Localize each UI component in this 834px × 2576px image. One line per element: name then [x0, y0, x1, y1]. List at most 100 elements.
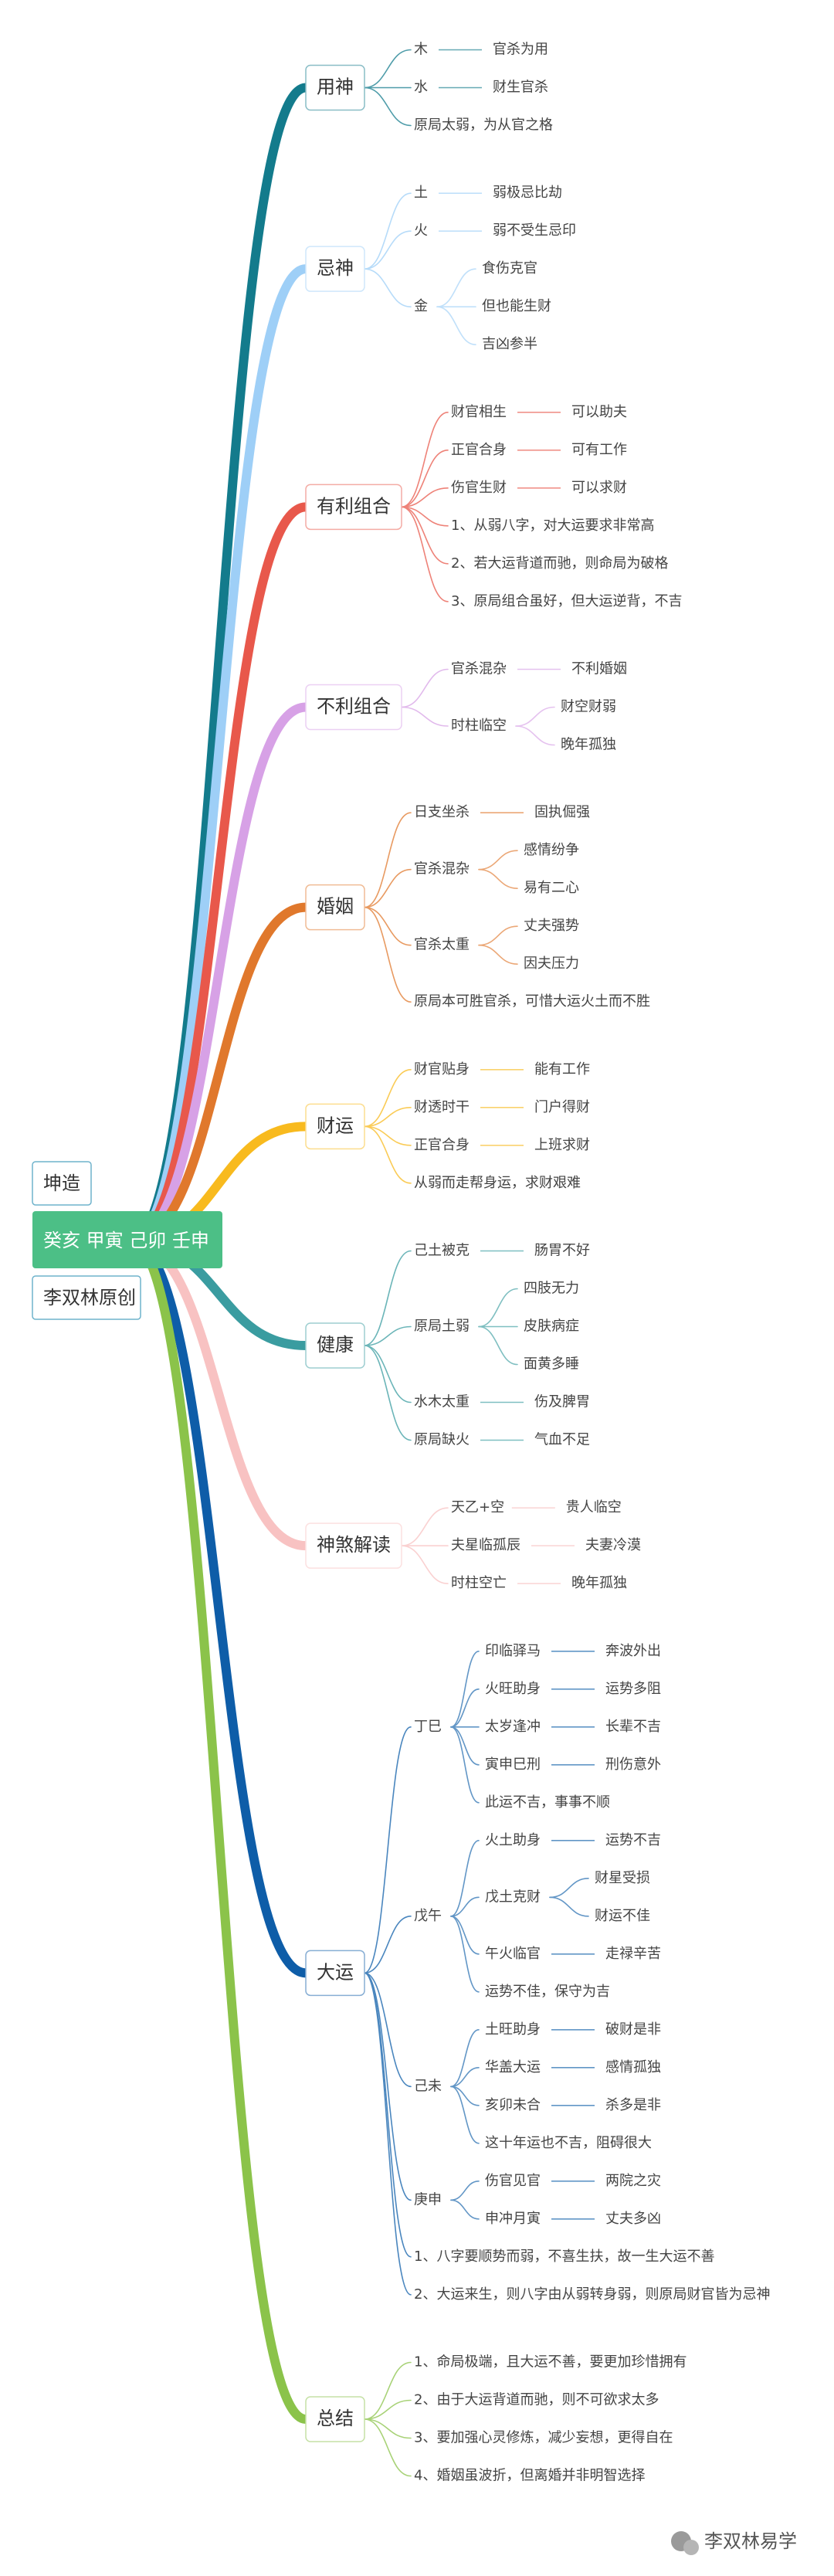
connector-8-3-1	[450, 2199, 480, 2220]
leaf-5-1-0: 门户得财	[534, 1099, 590, 1115]
sub-node-8-0-4: 此运不吉，事事不顺	[485, 1794, 610, 1811]
leaf-4-2-1: 因夫压力	[524, 955, 579, 972]
sub-node-4-0: 日支坐杀	[414, 804, 470, 820]
leaf-6-2-0: 伤及脾胃	[534, 1394, 590, 1410]
sub-node-8-1-1: 戊土克财	[485, 1889, 541, 1905]
connector-9-3	[364, 2418, 412, 2477]
connector-8-2	[364, 1972, 412, 2088]
sub-node-6-0: 己土被克	[414, 1243, 470, 1259]
connector-8-3-0	[450, 2181, 480, 2201]
sub-node-9-2: 3、要加强心灵修炼，减少妄想，更得自在	[414, 2430, 673, 2446]
connector-3-1-1	[515, 725, 555, 746]
leaf-5-0-0: 能有工作	[534, 1061, 590, 1078]
leaf-8-1-1-0: 财星受损	[595, 1870, 650, 1886]
leaf-8-1-1-1: 财运不佳	[595, 1908, 650, 1924]
branch-connector-2	[127, 502, 310, 1246]
leaf-8-0-3-0: 刑伤意外	[605, 1756, 661, 1773]
leaf-2-1-0: 可有工作	[571, 442, 627, 458]
connector-1-2-2	[436, 306, 476, 345]
branch-node-0[interactable]	[305, 64, 365, 111]
root-label: 癸亥 甲寅 己卯 壬申	[43, 1230, 209, 1251]
connector-1-1	[364, 230, 412, 270]
sub-node-8-1-0: 火土助身	[485, 1832, 541, 1848]
sub-node-2-0: 财官相生	[451, 404, 507, 420]
connector-2-1	[401, 450, 449, 508]
connector-8-1-1-0	[549, 1878, 589, 1899]
connector-2-2	[401, 487, 449, 508]
leaf-8-0-1-0: 运势多阻	[605, 1681, 661, 1697]
branch-label-7: 神煞解读	[317, 1534, 391, 1556]
sub-node-8-0-1: 火旺助身	[485, 1681, 541, 1697]
branch-node-1[interactable]	[305, 246, 365, 292]
tag-bottom-label: 李双林原创	[43, 1287, 136, 1308]
watermark: 李双林易学	[671, 2530, 797, 2555]
leaf-4-1-1: 易有二心	[524, 880, 579, 896]
leaf-5-2-0: 上班求财	[534, 1137, 590, 1153]
leaf-6-1-1: 皮肤病症	[524, 1319, 579, 1335]
sub-node-4-1: 官杀混杂	[414, 861, 470, 877]
sub-node-9-3: 4、婚姻虽波折，但离婚并非明智选择	[414, 2468, 645, 2484]
branch-connector-1	[127, 264, 310, 1246]
branch-node-9[interactable]	[305, 2396, 365, 2442]
connector-0-0	[364, 49, 412, 89]
connector-8-1-3	[450, 1916, 480, 1993]
sub-node-5-0: 财官贴身	[414, 1061, 470, 1078]
root-node[interactable]	[32, 1211, 222, 1268]
connector-8-1-0	[450, 1840, 480, 1917]
connector-8-5	[364, 1972, 412, 2296]
sub-node-9-1: 2、由于大运背道而驰，则不可欲求太多	[414, 2392, 659, 2408]
leaf-3-0-0: 不利婚姻	[571, 661, 627, 677]
sub-node-7-0: 天乙+空	[451, 1499, 504, 1515]
leaf-1-0-0: 弱极忌比劫	[493, 185, 562, 201]
sub-node-2-3: 1、从弱八字，对大运要求非常高	[451, 518, 654, 534]
branch-node-8[interactable]	[305, 1950, 365, 1997]
sub-node-5-2: 正官合身	[414, 1137, 470, 1153]
connector-1-0	[364, 192, 412, 270]
branch-label-6: 健康	[317, 1334, 354, 1356]
connector-8-0-4	[450, 1726, 480, 1804]
connector-8-0-0	[450, 1651, 480, 1728]
connector-2-0	[401, 412, 449, 508]
branch-node-7[interactable]	[305, 1522, 402, 1569]
sub-node-1-2: 金	[414, 298, 428, 314]
sub-node-8-2-2: 亥卯未合	[485, 2097, 541, 2113]
connector-4-1-0	[478, 850, 518, 871]
connector-7-2	[401, 1545, 449, 1584]
branch-node-2[interactable]	[305, 484, 402, 531]
leaf-8-3-1-0: 丈夫多凶	[605, 2211, 661, 2227]
connector-4-0	[364, 812, 412, 908]
sub-node-6-3: 原局缺火	[414, 1432, 470, 1448]
tag-bottom[interactable]	[32, 1275, 141, 1320]
branch-node-6[interactable]	[305, 1322, 365, 1369]
sub-node-5-3: 从弱而走帮身运，求财艰难	[414, 1175, 581, 1191]
connector-8-2-0	[450, 2029, 480, 2088]
sub-node-9-0: 1、命局极端，且大运不善，要更加珍惜拥有	[414, 2354, 687, 2371]
sub-node-1-1: 火	[414, 222, 428, 239]
branch-connector-9	[127, 1237, 310, 2424]
sub-node-8-3-1: 申冲月寅	[485, 2211, 541, 2227]
connector-6-0	[364, 1250, 412, 1346]
sub-node-8-0: 丁巳	[414, 1719, 442, 1735]
leaf-3-1-0: 财空财弱	[561, 699, 616, 715]
sub-node-8-3: 庚申	[414, 2191, 442, 2208]
connector-5-1	[364, 1107, 412, 1128]
sub-node-0-1: 水	[414, 80, 428, 96]
branch-node-3[interactable]	[305, 684, 402, 731]
connector-0-2	[364, 87, 412, 127]
connector-2-4	[401, 506, 449, 565]
leaf-1-2-1: 但也能生财	[482, 298, 551, 314]
sub-node-8-1: 戊午	[414, 1908, 442, 1924]
connector-9-1	[364, 2399, 412, 2420]
leaf-6-3-0: 气血不足	[534, 1432, 590, 1448]
sub-node-4-2: 官杀太重	[414, 937, 470, 953]
sub-node-0-2: 原局太弱，为从官之格	[414, 117, 553, 134]
sub-node-4-3: 原局本可胜官杀，可惜大运火土而不胜	[414, 993, 650, 1010]
tag-top[interactable]	[32, 1161, 92, 1206]
sub-node-8-2-3: 这十年运也不吉，阻碍很大	[485, 2135, 652, 2151]
branch-node-4[interactable]	[305, 884, 365, 931]
connector-6-2	[364, 1345, 412, 1403]
branch-connector-8	[127, 1237, 310, 1978]
branch-node-5[interactable]	[305, 1103, 365, 1150]
connector-8-4	[364, 1972, 412, 2258]
connector-6-1	[364, 1325, 412, 1346]
